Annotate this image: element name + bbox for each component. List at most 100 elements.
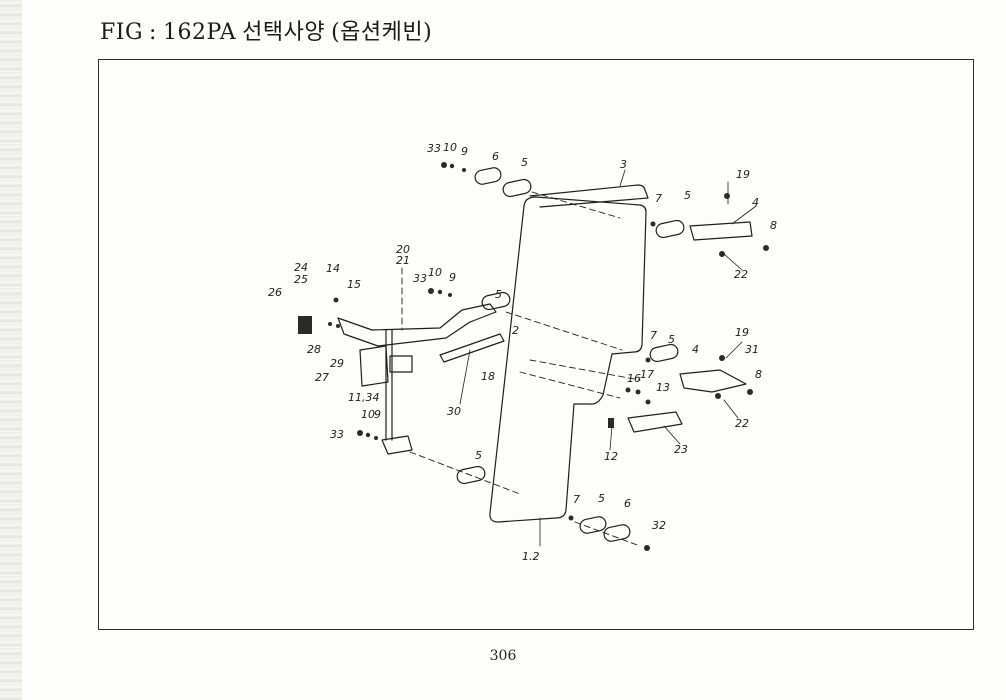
callout-5: 5 [668, 333, 675, 346]
callout-19: 19 [736, 168, 750, 181]
spacer [608, 418, 614, 428]
right-upper-bracket [689, 221, 753, 241]
washer [365, 432, 371, 438]
assembly-line [529, 359, 641, 381]
leader-line [723, 399, 739, 419]
pad-5-mid-right [649, 343, 679, 363]
pad-6-top [474, 167, 502, 185]
callout-10: 10 [443, 141, 457, 154]
callout-7: 7 [650, 329, 657, 342]
pad-5-top [502, 178, 532, 198]
callout-9: 9 [449, 271, 456, 284]
callout-29: 29 [330, 357, 344, 370]
figure-title-korean: 선택사양 [242, 20, 326, 45]
callout-26: 26 [268, 286, 282, 299]
bolt [336, 324, 340, 328]
callout-11-34: 11,34 [348, 391, 380, 404]
callout-3: 3 [620, 158, 627, 171]
nut [645, 357, 651, 363]
washer [462, 168, 466, 172]
scan-binding-edge [0, 0, 22, 700]
callout-22: 22 [735, 417, 749, 430]
pad-5-lower-left [456, 465, 486, 485]
bolt [441, 162, 447, 168]
bolt [724, 193, 730, 199]
callout-20: 20 [396, 243, 410, 256]
callout-5: 5 [598, 492, 605, 505]
bolt [719, 251, 725, 257]
washer [437, 289, 443, 295]
pad-5-arm [481, 291, 511, 311]
bolt [763, 245, 769, 251]
bolt [715, 393, 721, 399]
callout-27: 27 [315, 371, 329, 384]
callout-25: 25 [294, 273, 308, 286]
top-frame-part [529, 184, 649, 208]
bolt [428, 288, 434, 294]
callout-15: 15 [347, 278, 361, 291]
assembly-line [409, 451, 521, 495]
callout-33: 33 [330, 428, 344, 441]
callout-1-2: 1.2 [522, 550, 540, 563]
figure-separator: : [149, 20, 157, 45]
upper-arm-bracket [337, 303, 497, 347]
callout-22: 22 [734, 268, 748, 281]
washer [449, 163, 455, 169]
callout-6: 6 [624, 497, 631, 510]
callout-16: 16 [627, 372, 641, 385]
leader-line [663, 425, 681, 445]
callout-24: 24 [294, 261, 308, 274]
callout-7: 7 [573, 493, 580, 506]
callout-32: 32 [652, 519, 666, 532]
callout-23: 23 [674, 443, 688, 456]
bolt [333, 297, 339, 303]
callout-31: 31 [745, 343, 759, 356]
nut [650, 221, 656, 227]
assembly-line [505, 311, 623, 351]
callout-5: 5 [475, 449, 482, 462]
callout-6: 6 [492, 150, 499, 163]
callout-10: 10 [361, 408, 375, 421]
leader-line [619, 169, 626, 187]
callout-28: 28 [307, 343, 321, 356]
leader-line [723, 253, 743, 271]
callout-33: 33 [413, 272, 427, 285]
callout-12: 12 [604, 450, 618, 463]
callout-18: 18 [481, 370, 495, 383]
leader-line [731, 205, 757, 225]
nut [645, 399, 651, 405]
callout-19: 19 [735, 326, 749, 339]
callout-5: 5 [684, 189, 691, 202]
callout-9: 9 [374, 408, 381, 421]
callout-5: 5 [495, 288, 502, 301]
callout-21: 21 [396, 254, 410, 267]
hinge-plate-lower [359, 345, 389, 387]
callout-13: 13 [656, 381, 670, 394]
pad-6-lower-right [603, 524, 631, 542]
callout-33: 33 [427, 142, 441, 155]
vertical-post [385, 329, 393, 441]
assembly-line [519, 371, 621, 399]
washer [448, 293, 452, 297]
nut [625, 387, 631, 393]
callout-30: 30 [447, 405, 461, 418]
callout-9: 9 [461, 145, 468, 158]
leader-line [459, 349, 471, 405]
assembly-line [574, 521, 641, 547]
washer [374, 436, 378, 440]
bolt [747, 389, 753, 395]
right-lower-bracket [679, 369, 747, 393]
figure-prefix: FIG [100, 20, 144, 45]
callout-17: 17 [640, 368, 654, 381]
callout-4: 4 [692, 343, 699, 356]
latch-block [298, 316, 312, 334]
bolt [328, 322, 332, 326]
door-glass-panel [489, 196, 647, 523]
hinge-plate-post [389, 355, 413, 373]
callout-2: 2 [512, 324, 519, 337]
callout-8: 8 [770, 219, 777, 232]
pad-5-lower-right [579, 516, 607, 534]
